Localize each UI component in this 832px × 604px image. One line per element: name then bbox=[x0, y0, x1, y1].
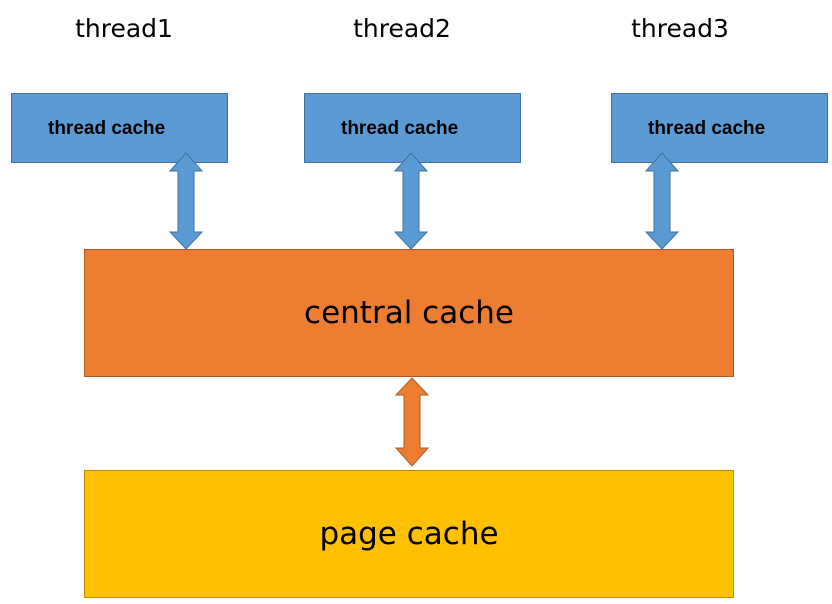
central-cache-box: central cache bbox=[84, 249, 734, 377]
thread1-label: thread1 bbox=[75, 14, 173, 43]
double-arrow-1 bbox=[168, 152, 204, 250]
page-cache-box: page cache bbox=[84, 470, 734, 598]
double-arrow-2 bbox=[393, 152, 429, 250]
thread-cache-label-1: thread cache bbox=[48, 118, 166, 139]
thread-cache-box-2: thread cache bbox=[304, 93, 521, 163]
thread-cache-box-1: thread cache bbox=[11, 93, 228, 163]
thread-cache-label-3: thread cache bbox=[648, 118, 766, 139]
thread2-label: thread2 bbox=[353, 14, 451, 43]
double-arrow-3 bbox=[644, 152, 680, 250]
thread-cache-label-2: thread cache bbox=[341, 118, 459, 139]
central-cache-label: central cache bbox=[304, 295, 514, 331]
double-arrow-central-page bbox=[394, 377, 430, 467]
thread-cache-box-3: thread cache bbox=[611, 93, 828, 163]
thread3-label: thread3 bbox=[631, 14, 729, 43]
page-cache-label: page cache bbox=[319, 516, 499, 552]
